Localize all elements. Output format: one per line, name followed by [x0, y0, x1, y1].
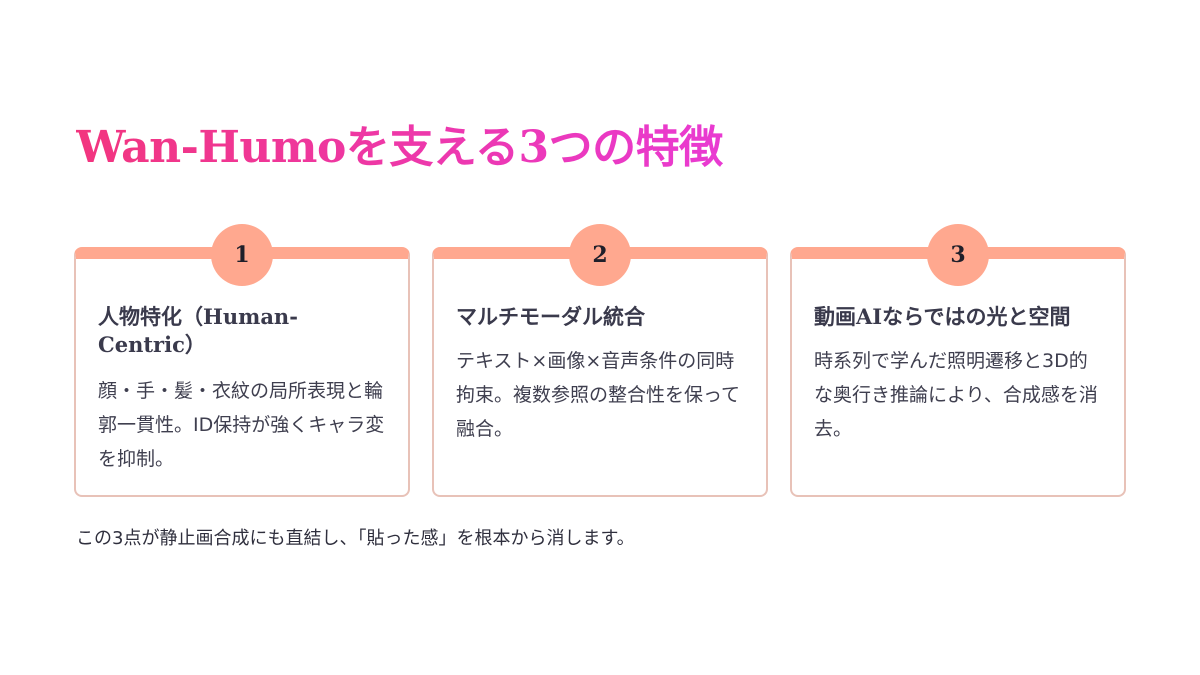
- feature-card-3: 3 動画AIならではの光と空間 時系列で学んだ照明遷移と3D的な奥行き推論により…: [790, 224, 1126, 497]
- feature-title: 人物特化（Human-Centric）: [98, 304, 298, 357]
- feature-number-badge: 3: [927, 224, 989, 286]
- feature-description: 時系列で学んだ照明遷移と3D的な奥行き推論により、合成感を消去。: [814, 350, 1098, 440]
- feature-number-badge: 2: [569, 224, 631, 286]
- feature-card-1: 1 人物特化（Human-Centric） 顔・手・髪・衣紋の局所表現と輪郭一貫…: [74, 224, 410, 497]
- feature-description: テキスト×画像×音声条件の同時拘束。複数参照の整合性を保って融合。: [456, 350, 741, 440]
- summary-text: この3点が静止画合成にも直結し、「貼った感」を根本から消します。: [76, 528, 635, 549]
- feature-card-2: 2 マルチモーダル統合 テキスト×画像×音声条件の同時拘束。複数参照の整合性を保…: [432, 224, 768, 497]
- feature-title: 動画AIならではの光と空間: [814, 304, 1071, 329]
- slide-title: Wan-Humoを支える3つの特徴: [76, 118, 723, 178]
- feature-title: マルチモーダル統合: [456, 304, 645, 329]
- feature-number-badge: 1: [211, 224, 273, 286]
- feature-description: 顔・手・髪・衣紋の局所表現と輪郭一貫性。ID保持が強くキャラ変を抑制。: [98, 380, 385, 470]
